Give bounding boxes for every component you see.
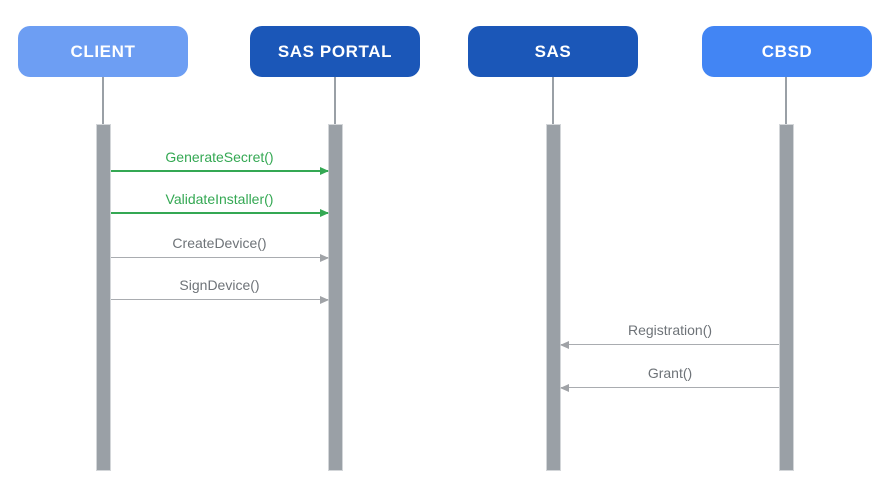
message-label-create-device: CreateDevice()	[172, 235, 267, 251]
arrow-right-icon	[320, 253, 329, 262]
message-label-generate-secret: GenerateSecret()	[165, 149, 274, 165]
arrow-left-icon	[560, 383, 569, 392]
lifeline-stem-sas-portal	[334, 77, 336, 124]
activation-bar-cbsd	[779, 124, 794, 471]
message-validate-installer: ValidateInstaller()	[111, 188, 329, 217]
lifeline-stem-sas	[552, 77, 554, 124]
message-arrow-line	[111, 212, 328, 214]
lifeline-stem-client	[102, 77, 104, 124]
message-arrow-line	[111, 170, 328, 172]
actor-label-sas-portal: SAS PORTAL	[277, 41, 393, 61]
message-sign-device: SignDevice()	[111, 274, 329, 304]
message-generate-secret: GenerateSecret()	[111, 146, 329, 175]
lifeline-stem-cbsd	[785, 77, 787, 124]
message-arrow-line	[111, 256, 328, 258]
message-create-device: CreateDevice()	[111, 232, 329, 262]
message-label-sign-device: SignDevice()	[179, 277, 260, 293]
message-label-grant: Grant()	[647, 365, 693, 381]
message-label-registration: Registration()	[627, 322, 713, 338]
activation-bar-sas-portal	[328, 124, 343, 471]
message-registration: Registration()	[560, 319, 779, 349]
actor-box-sas: SAS	[468, 26, 638, 77]
arrow-right-icon	[320, 167, 329, 175]
actor-label-sas: SAS	[534, 41, 572, 61]
actor-box-sas-portal: SAS PORTAL	[250, 26, 420, 77]
message-arrow-line	[561, 343, 779, 345]
activation-bar-client	[96, 124, 111, 471]
actor-box-client: CLIENT	[18, 26, 188, 77]
arrow-right-icon	[320, 295, 329, 304]
arrow-right-icon	[320, 209, 329, 217]
activation-bar-sas	[546, 124, 561, 471]
actor-label-client: CLIENT	[70, 41, 136, 61]
message-arrow-line	[111, 298, 328, 300]
actor-label-cbsd: CBSD	[761, 41, 813, 61]
message-label-validate-installer: ValidateInstaller()	[165, 191, 274, 207]
message-grant: Grant()	[560, 362, 779, 392]
actor-box-cbsd: CBSD	[702, 26, 872, 77]
arrow-left-icon	[560, 340, 569, 349]
message-arrow-line	[561, 386, 779, 388]
